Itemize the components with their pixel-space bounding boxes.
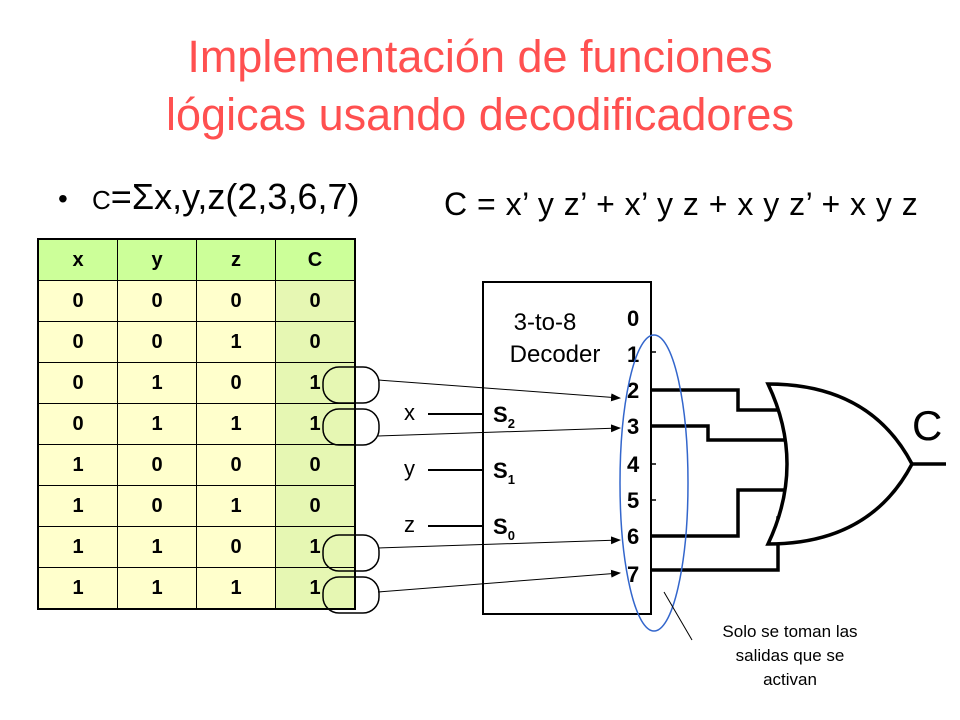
header-c: C <box>275 238 356 281</box>
function-definition: • C=Σx,y,z(2,3,6,7) <box>58 176 359 218</box>
table-cell-y: 0 <box>117 321 197 363</box>
table-cell-z: 0 <box>196 280 276 322</box>
input-label-y: y <box>404 456 415 481</box>
note-pointer <box>663 591 693 641</box>
highlight-row-6 <box>322 534 380 572</box>
table-cell-y: 1 <box>117 403 197 445</box>
annotation-note: Solo se toman las salidas que se activan <box>680 620 900 692</box>
function-name: C <box>92 185 111 215</box>
or-gate <box>765 382 914 546</box>
output-pin-5: 5 <box>627 488 639 513</box>
title-line-2: lógicas usando decodificadores <box>166 89 794 140</box>
note-line-1: Solo se toman las <box>722 622 858 641</box>
table-cell-z: 1 <box>196 321 276 363</box>
table-cell-x: 0 <box>37 403 118 445</box>
table-cell-c: 0 <box>275 280 356 322</box>
arrow-row-2 <box>377 379 621 402</box>
table-cell-c: 1 <box>275 526 356 568</box>
gate-output-label: C <box>912 402 942 449</box>
table-cell-x: 1 <box>37 526 118 568</box>
output-pin-7: 7 <box>627 562 639 587</box>
note-line-2: salidas que se <box>735 646 845 665</box>
table-cell-z: 1 <box>196 485 276 527</box>
highlight-row-2 <box>322 366 380 404</box>
table-cell-x: 0 <box>37 362 118 404</box>
table-cell-x: 0 <box>37 321 118 363</box>
wire-out-3 <box>651 424 796 442</box>
table-cell-z: 0 <box>196 444 276 486</box>
table-cell-z: 1 <box>196 567 276 610</box>
highlight-row-3 <box>322 408 380 446</box>
table-cell-c: 1 <box>275 362 356 404</box>
wire-out-7 <box>651 516 786 572</box>
note-line-3: activan <box>763 670 817 689</box>
table-cell-y: 0 <box>117 280 197 322</box>
table-cell-c: 1 <box>275 567 356 610</box>
arrow-row-3 <box>377 424 621 437</box>
output-pin-1: 1 <box>627 342 639 367</box>
output-pin-2: 2 <box>627 378 639 403</box>
select-pin-s1: S1 <box>493 458 515 487</box>
input-label-z: z <box>404 512 415 537</box>
sum-of-products-formula: C = x’ y z’ + x’ y z + x y z’ + x y z <box>444 186 919 222</box>
table-cell-y: 0 <box>117 485 197 527</box>
table-cell-c: 1 <box>275 403 356 445</box>
table-cell-y: 0 <box>117 444 197 486</box>
table-cell-z: 1 <box>196 403 276 445</box>
wire-out-2 <box>651 388 786 412</box>
table-cell-c: 0 <box>275 485 356 527</box>
table-cell-x: 1 <box>37 485 118 527</box>
arrow-row-6 <box>377 536 621 549</box>
slide-title: Implementación de funciones lógicas usan… <box>0 28 960 144</box>
bullet-dot: • <box>58 183 68 215</box>
output-pin-4: 4 <box>627 452 640 477</box>
table-cell-z: 0 <box>196 526 276 568</box>
title-line-1: Implementación de funciones <box>187 31 773 82</box>
minterm-list: x,y,z(2,3,6,7) <box>154 176 360 217</box>
output-pin-6: 6 <box>627 524 639 549</box>
header-x: x <box>37 238 118 281</box>
table-cell-x: 1 <box>37 444 118 486</box>
table-cell-y: 1 <box>117 567 197 610</box>
wire-out-6 <box>651 488 800 538</box>
select-pin-s0: S0 <box>493 514 515 543</box>
decoder-label-1: 3-to-8 <box>514 309 577 336</box>
output-pin-3: 3 <box>627 414 639 439</box>
decoder-label-2: Decoder <box>510 341 601 368</box>
table-cell-z: 0 <box>196 362 276 404</box>
decoder-box <box>482 281 652 615</box>
active-outputs-ellipse <box>619 334 689 632</box>
input-label-x: x <box>404 400 415 425</box>
arrow-row-7 <box>377 569 621 593</box>
equals-sign: = <box>110 176 132 217</box>
table-cell-x: 1 <box>37 567 118 610</box>
sigma-symbol: Σ <box>131 176 155 217</box>
output-pin-0: 0 <box>627 306 639 331</box>
table-cell-x: 0 <box>37 280 118 322</box>
select-pin-s2: S2 <box>493 402 515 431</box>
highlight-row-7 <box>322 576 380 614</box>
table-cell-c: 0 <box>275 321 356 363</box>
table-cell-c: 0 <box>275 444 356 486</box>
